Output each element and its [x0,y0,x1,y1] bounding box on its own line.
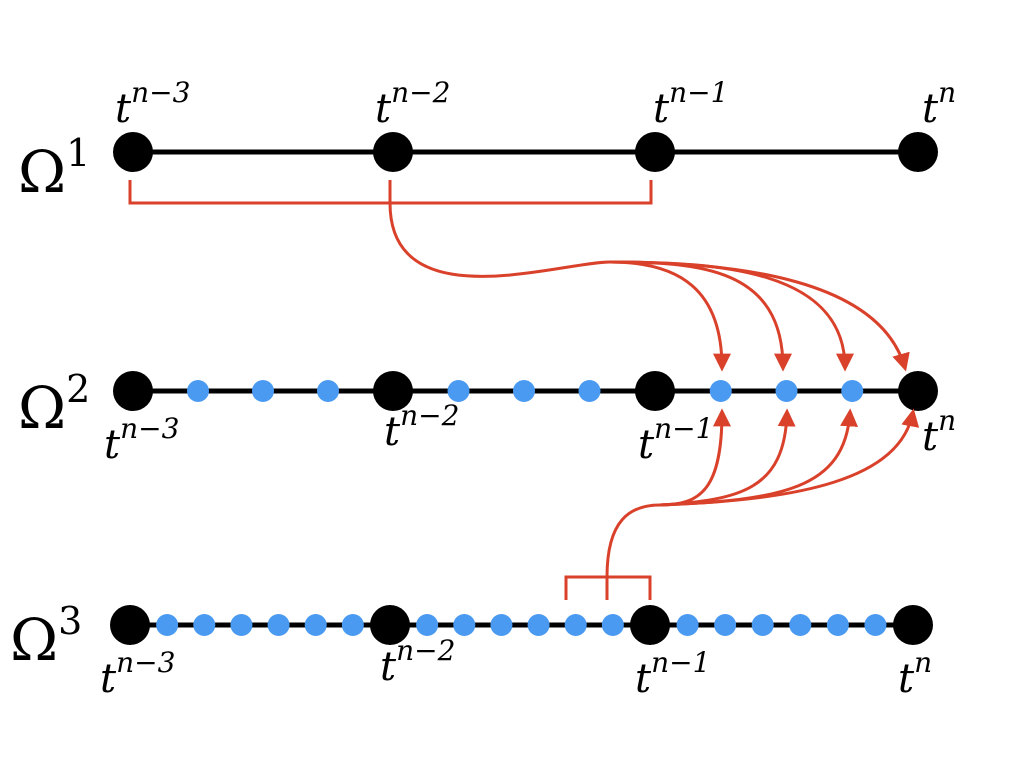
sweep-curve [388,202,611,278]
fine-node [252,380,274,402]
fine-nodes-2 [187,380,864,402]
fine-node [775,380,798,402]
coarse-node [370,605,410,645]
fine-node [676,614,699,636]
fine-node [267,614,290,636]
fine-node [751,614,774,636]
coarse-node [373,132,413,172]
fine-node [304,614,327,636]
time-label: tn−2 [384,399,459,455]
arrow-down-1 [609,260,731,372]
level-label: Ω3 [10,599,82,674]
bracket-level-1 [128,180,653,205]
fine-node [193,614,216,636]
fine-node [601,614,624,636]
fine-node [453,614,476,636]
time-label: tn−1 [638,412,713,468]
coarse-node [898,132,938,172]
fine-node [341,614,364,636]
coarse-node [113,371,153,411]
level-1: Ω1 tn−3 tn−2 tn−1 tn [18,76,956,206]
level-3: Ω3 tn−3 tn−2 tn−1 tn [10,599,933,702]
coupling-arrows [128,180,920,600]
fine-nodes-3 [156,614,887,636]
sweep-curve-up [605,503,661,578]
fine-node [527,614,550,636]
time-label: tn−1 [635,646,710,702]
time-label: tn−1 [653,76,728,132]
fine-node [447,380,470,402]
fine-node [789,614,812,636]
coarse-node [110,605,150,645]
fine-node [841,380,864,402]
fine-node [187,380,209,402]
coarse-node [893,605,933,645]
coarse-node [373,371,413,411]
fine-node [156,614,179,636]
fine-node [864,614,887,636]
fine-node [513,380,535,402]
fine-node [714,614,737,636]
fine-node [317,380,339,402]
time-label: tn [922,404,956,460]
level-label: Ω2 [18,367,90,442]
coarse-node [113,132,153,172]
time-label: tn−3 [115,76,190,132]
arrow-down-2 [609,260,792,372]
bracket-level-3 [564,575,652,600]
coarse-node [635,371,675,411]
fine-node [826,614,849,636]
level-2: Ω2 tn−3 tn−2 tn−1 tn [18,367,956,468]
coarse-node [898,371,938,411]
arrow-down-4 [609,260,910,372]
time-label: tn [922,76,956,132]
coarse-node [630,605,670,645]
time-label: tn [898,646,932,702]
coarse-node [635,132,675,172]
time-label: tn−2 [375,76,450,132]
time-label: tn−3 [104,412,179,468]
arrow-up-4 [659,408,920,507]
time-label: tn−3 [100,646,175,702]
fine-node [230,614,253,636]
fine-node [416,614,439,636]
fine-node [709,380,732,402]
fine-node [564,614,587,636]
level-label: Ω1 [18,131,90,206]
fine-node [578,380,601,402]
fine-node [490,614,513,636]
time-label: tn−2 [380,634,455,690]
